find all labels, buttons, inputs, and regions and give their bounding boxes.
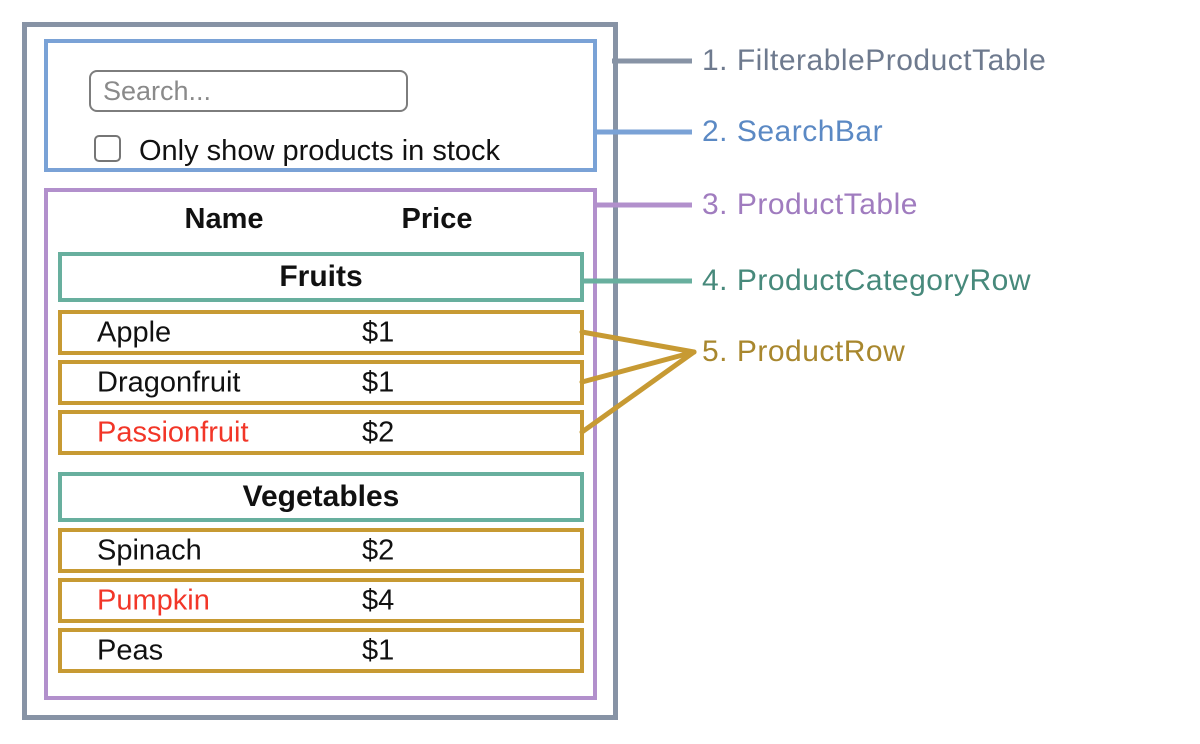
product-row: Spinach $2 — [58, 528, 584, 573]
category-label: Vegetables — [242, 480, 400, 513]
annotation-product-category-row: 4. ProductCategoryRow — [702, 264, 1031, 297]
category-row-fruits: Fruits — [58, 252, 584, 302]
product-row: Dragonfruit $1 — [58, 360, 584, 405]
search-input[interactable] — [89, 70, 408, 112]
category-row-vegetables: Vegetables — [58, 472, 584, 522]
annotation-filterable-product-table: 1. FilterableProductTable — [702, 44, 1047, 77]
category-label: Fruits — [279, 260, 363, 293]
product-row: Pumpkin $4 — [58, 578, 584, 623]
product-row: Apple $1 — [58, 310, 584, 355]
annotation-product-row: 5. ProductRow — [702, 335, 906, 368]
column-header-name: Name — [184, 203, 264, 235]
product-price: $1 — [362, 366, 395, 398]
product-price: $2 — [362, 416, 395, 448]
product-name: Peas — [97, 634, 164, 666]
product-price: $2 — [362, 534, 395, 566]
in-stock-checkbox[interactable] — [94, 135, 121, 162]
product-name: Spinach — [97, 534, 202, 566]
product-name: Pumpkin — [97, 584, 210, 616]
product-price: $1 — [362, 634, 395, 666]
in-stock-checkbox-label: Only show products in stock — [139, 135, 501, 167]
product-name: Passionfruit — [97, 416, 249, 448]
search-bar-box — [44, 39, 597, 172]
product-row: Passionfruit $2 — [58, 410, 584, 455]
product-name: Apple — [97, 316, 172, 348]
product-name: Dragonfruit — [97, 366, 241, 398]
product-price: $4 — [362, 584, 395, 616]
product-table-box — [44, 188, 597, 700]
column-header-price: Price — [401, 203, 473, 235]
annotation-search-bar: 2. SearchBar — [702, 115, 884, 148]
annotation-product-table: 3. ProductTable — [702, 188, 918, 221]
product-price: $1 — [362, 316, 395, 348]
product-row: Peas $1 — [58, 628, 584, 673]
